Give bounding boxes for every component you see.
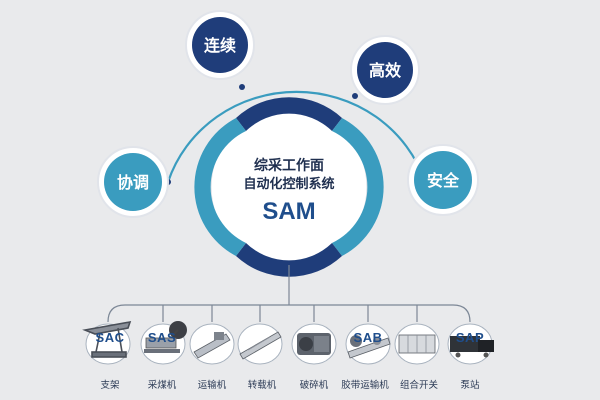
center-acronym: SAM: [262, 198, 315, 225]
equipment-support-label: 支架: [100, 380, 120, 391]
equipment-switch-label: 组合开关: [399, 380, 439, 391]
satellite-efficient-label: 高效: [369, 61, 401, 80]
equipment-crusher-label: 破碎机: [299, 380, 329, 391]
equipment-support: [82, 320, 132, 365]
connector-arc: [166, 90, 427, 183]
satellite-safe: 安全: [407, 144, 479, 216]
crusher-icon: [297, 333, 331, 355]
equipment-support-code: SAC: [95, 330, 125, 345]
equipment-belt-conveyor-label: 胶带运输机: [341, 380, 389, 391]
shearer-icon: [144, 321, 187, 353]
equipment-pump-station-label: 泵站: [460, 380, 480, 391]
equipment-shearer: [140, 321, 187, 365]
pump-station-icon: [450, 336, 494, 358]
equipment-stage-loader-label: 转载机: [247, 380, 277, 391]
equipment-pump-station: [447, 323, 494, 365]
bus-line: [107, 304, 471, 323]
equipment-shearer-label: 采煤机: [147, 380, 177, 391]
center-title-line2: 自动化控制系统: [243, 176, 334, 192]
satellite-continuous-label: 连续: [204, 36, 236, 55]
satellite-efficient: 高效: [350, 35, 420, 105]
equipment-stage-loader: [237, 323, 283, 365]
center-title-line1: 综采工作面: [254, 157, 324, 174]
satellite-safe-label: 安全: [427, 171, 460, 190]
stage-loader-icon: [239, 331, 282, 360]
equipment-shearer-code: SAS: [147, 330, 177, 345]
equipment-pump-station-code: SAP: [455, 330, 485, 345]
equipment-switch: [394, 323, 440, 365]
combination-switch-icon: [398, 334, 436, 354]
satellite-continuous: 连续: [185, 10, 255, 80]
equipment-crusher: [291, 323, 337, 365]
equipment-belt-conveyor: [345, 323, 391, 365]
equipment-conveyor-label: 运输机: [197, 380, 227, 391]
satellite-coordinate: 协调: [97, 146, 169, 218]
belt-conveyor-icon: [347, 335, 391, 359]
arc-dot-continuous: [239, 84, 245, 90]
hydraulic-support-icon: [82, 320, 132, 358]
equipment-conveyor: [189, 323, 235, 365]
scraper-conveyor-icon: [193, 332, 231, 359]
satellite-coordinate-label: 协调: [117, 173, 149, 192]
equipment-belt-conveyor-code: SAB: [353, 330, 383, 345]
center-ring: [194, 97, 384, 277]
arc-dot-efficient: [352, 93, 358, 99]
